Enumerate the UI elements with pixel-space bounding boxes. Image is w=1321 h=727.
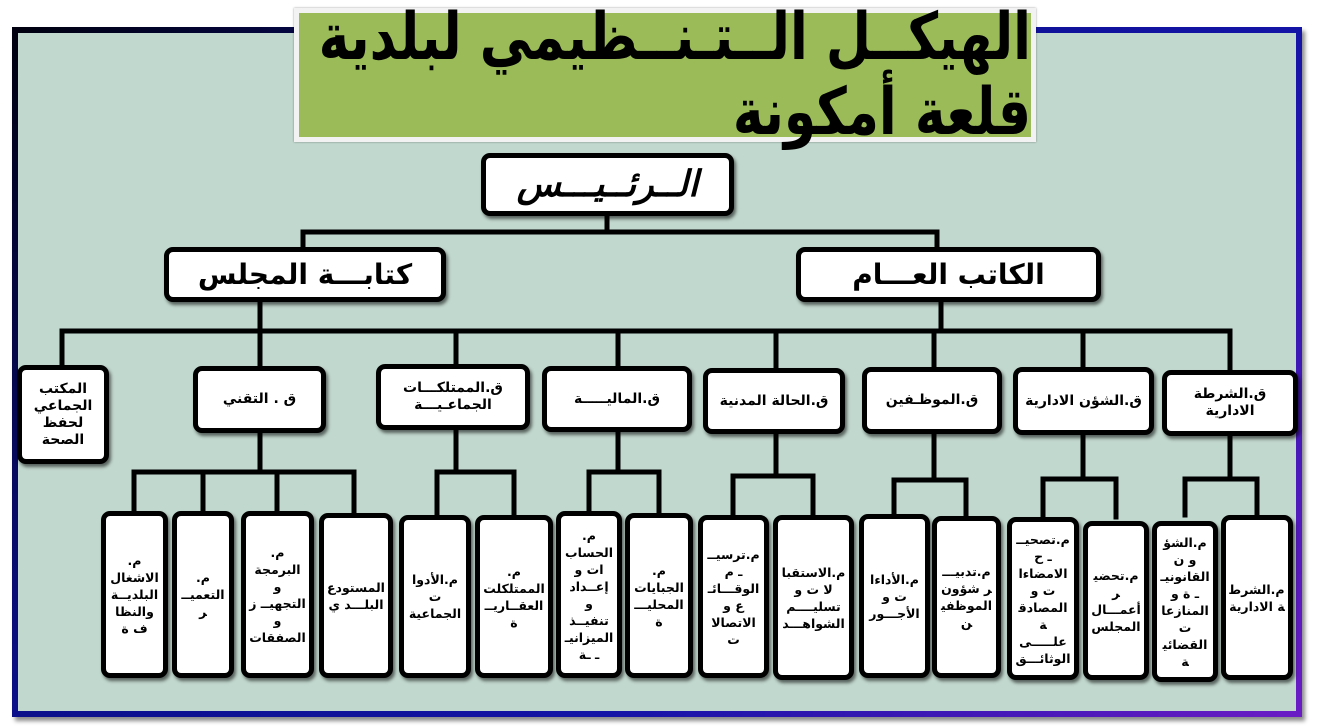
- service-label: م.الاستقبالا ت و تسليــــم الشواهـــد: [781, 564, 846, 631]
- service-label: م. التعميــر: [181, 570, 225, 619]
- service-urbanism: م. التعميــر: [172, 511, 234, 678]
- service-label: م.تصحيـــ ح الامضاءا ت و المصادقة علــــ…: [1015, 531, 1071, 666]
- president-label: الــرئــيـــس: [516, 164, 699, 205]
- division-label: ق . التقني: [222, 391, 297, 407]
- service-real-estate: م. الممتلكلت العقــاريــ ة: [475, 515, 553, 678]
- service-communal-tools: م.الأدوات الجماعية: [399, 515, 471, 678]
- service-payments-wages: م.الأداءات و الأجـــور: [859, 514, 930, 678]
- general-secretary-label: الكاتب العـــام: [852, 258, 1045, 291]
- division-label: ق.الماليـــــة: [574, 390, 660, 407]
- service-label: م.الشؤو ن القانونيــ ة و المنازعا ت القض…: [1160, 534, 1210, 669]
- division-communal-property: ق.الممتلكـــات الجماعـيـــة: [376, 364, 530, 430]
- box-president: الــرئــيـــس: [481, 153, 734, 216]
- title-banner: الهيكــل الــتـنــظيمي لبلدية قلعة أمكون…: [294, 0, 1036, 150]
- division-technical: ق . التقني: [193, 366, 326, 433]
- service-reception-certificates: م.الاستقبالا ت و تسليــــم الشواهـــد: [773, 515, 854, 680]
- service-label: م. الممتلكلت العقــاريــ ة: [483, 563, 545, 630]
- service-personnel-management: م.تدبيـــر شؤون الموظفين: [932, 516, 1001, 678]
- service-label: م. البرمجة و التجهيــ ز و الصفقات: [249, 544, 306, 645]
- service-label: م. الحساب ات و إعــداد و تنفيــذ الميزان…: [564, 527, 614, 662]
- division-label: المكتب الجماعي لحفظ الصحة: [33, 380, 93, 448]
- division-administrative-police: ق.الشرطة الادارية: [1162, 370, 1298, 436]
- service-label: م.تدبيـــر شؤون الموظفين: [940, 564, 993, 630]
- service-label: م.الأداءات و الأجـــور: [869, 571, 920, 621]
- page-title: الهيكــل الــتـنــظيمي لبلدية قلعة أمكون…: [318, 0, 1031, 150]
- service-legal-disputes: م.الشؤو ن القانونيــ ة و المنازعا ت القض…: [1152, 521, 1218, 682]
- council-secretariat-label: كتابـــة المجلس: [197, 258, 413, 291]
- service-accounting-budget: م. الحساب ات و إعــداد و تنفيــذ الميزان…: [556, 511, 622, 678]
- service-municipal-warehouse: المستودع البلـــد ي: [319, 513, 393, 678]
- division-health-office: المكتب الجماعي لحفظ الصحة: [17, 365, 109, 464]
- division-personnel: ق.الموظـفين: [862, 367, 1002, 434]
- division-finance: ق.الماليـــــة: [542, 366, 692, 432]
- division-administrative-affairs: ق.الشؤن الادارية: [1013, 367, 1154, 435]
- service-label: م.تحضير أعمـــال المجلس: [1091, 567, 1141, 634]
- service-label: م.ترسيـــ م الوقـــائـ ع و الاتصالات: [707, 546, 760, 647]
- service-label: م. الاشغال البلديــة والنظاف ة: [110, 553, 159, 636]
- service-label: م.الشرطة الادارية: [1229, 581, 1285, 614]
- box-council-secretariat: كتابـــة المجلس: [164, 247, 446, 302]
- service-council-preparation: م.تحضير أعمـــال المجلس: [1083, 521, 1149, 680]
- service-records-communications: م.ترسيـــ م الوقـــائـ ع و الاتصالات: [698, 515, 769, 678]
- division-label: ق.الموظـفين: [885, 392, 979, 408]
- box-general-secretary: الكاتب العـــام: [796, 247, 1101, 302]
- service-label: م. الجبايات المحليـــ ة: [634, 562, 684, 629]
- service-local-collections: م. الجبايات المحليـــ ة: [625, 513, 693, 678]
- service-label: المستودع البلـــد ي: [327, 579, 385, 612]
- service-label: م.الأدوات الجماعية: [408, 572, 462, 621]
- service-signature-legalization: م.تصحيـــ ح الامضاءا ت و المصادقة علــــ…: [1007, 517, 1079, 680]
- service-administrative-police: م.الشرطة الادارية: [1221, 515, 1293, 680]
- service-public-works: م. الاشغال البلديــة والنظاف ة: [101, 511, 168, 678]
- service-programming-procurement: م. البرمجة و التجهيــ ز و الصفقات: [241, 511, 314, 678]
- division-civil-status: ق.الحالة المدنية: [703, 368, 845, 434]
- division-label: ق.الممتلكـــات الجماعـيـــة: [403, 380, 503, 413]
- division-label: ق.الشرطة الادارية: [1193, 386, 1267, 419]
- division-label: ق.الشؤن الادارية: [1025, 392, 1142, 409]
- division-label: ق.الحالة المدنية: [719, 392, 829, 409]
